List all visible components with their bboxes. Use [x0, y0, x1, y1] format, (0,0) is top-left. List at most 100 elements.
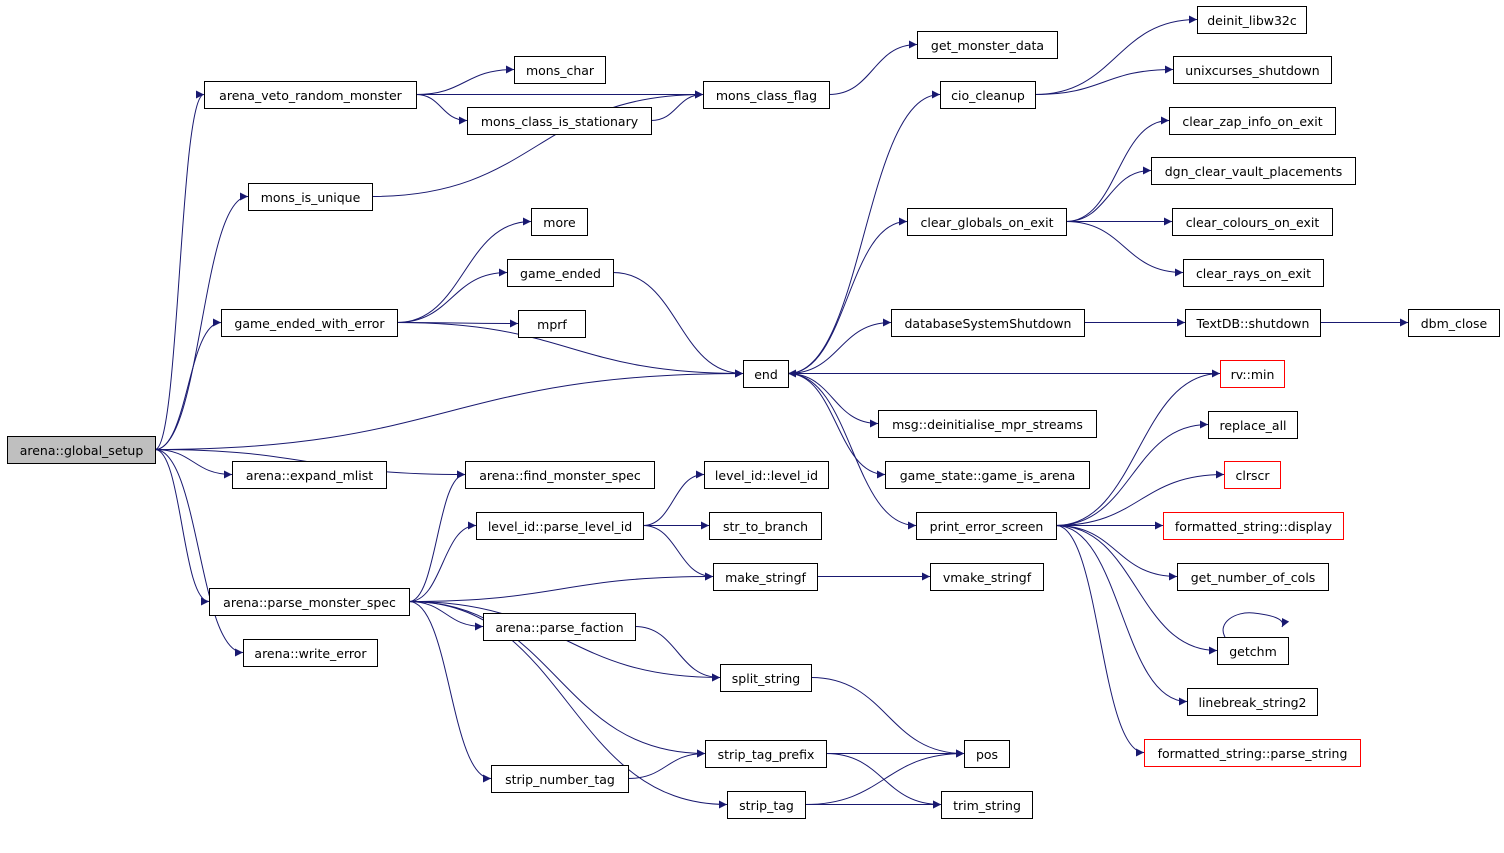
node-box [885, 461, 1090, 489]
node-label: arena::expand_mlist [246, 468, 373, 483]
node-mons-is-unique[interactable]: mons_is_unique [248, 183, 373, 211]
node-label: mons_class_flag [716, 88, 817, 103]
edge-arena-parse-monster-spec-to-arena-find-monster-spec [408, 470, 466, 602]
node-cio-cleanup[interactable]: cio_cleanup [940, 81, 1036, 109]
node-dgn-clear-vault-placements[interactable]: dgn_clear_vault_placements [1151, 157, 1356, 185]
node-level-id-parse-level-id[interactable]: level_id::parse_level_id [476, 512, 644, 540]
node-label: deinit_libw32c [1207, 13, 1297, 28]
node-mprf[interactable]: mprf [518, 310, 586, 338]
node-strip-tag[interactable]: strip_tag [727, 791, 806, 819]
edge-print-error-screen-to-clrscr [1055, 470, 1225, 526]
node-box [491, 765, 629, 793]
node-strip-tag-prefix[interactable]: strip_tag_prefix [705, 740, 827, 768]
node-make-stringf[interactable]: make_stringf [713, 563, 818, 591]
edges [154, 15, 1408, 809]
edge-strip-number-tag-to-strip-tag-prefix [627, 749, 706, 779]
node-box [518, 310, 586, 338]
edge-print-error-screen-to-linebreak-string2 [1055, 525, 1188, 706]
node-game-ended-with-error[interactable]: game_ended_with_error [221, 309, 398, 337]
node-arena-parse-faction[interactable]: arena::parse_faction [483, 613, 636, 641]
node-clear-rays-on-exit[interactable]: clear_rays_on_exit [1183, 259, 1324, 287]
edge-print-error-screen-to-formatted-string-parse-string [1055, 525, 1145, 757]
node-box [891, 309, 1085, 337]
node-mons-char[interactable]: mons_char [514, 56, 606, 84]
node-rv-min[interactable]: rv::min [1220, 360, 1285, 388]
node-label: clear_globals_on_exit [920, 215, 1053, 230]
node-box [531, 208, 588, 236]
node-label: strip_tag_prefix [718, 747, 815, 762]
node-label: clear_zap_info_on_exit [1182, 114, 1322, 129]
node-clear-colours-on-exit[interactable]: clear_colours_on_exit [1172, 208, 1333, 236]
node-formatted-string-display[interactable]: formatted_string::display [1163, 512, 1344, 540]
node-arena-global-setup[interactable]: arena::global_setup [7, 436, 156, 464]
node-label: unixcurses_shutdown [1185, 63, 1319, 78]
edge-arena-parse-monster-spec-to-strip-tag-prefix [408, 601, 706, 758]
node-end[interactable]: end [743, 360, 789, 388]
node-trim-string[interactable]: trim_string [941, 791, 1033, 819]
node-dbm-close[interactable]: dbm_close [1408, 309, 1500, 337]
edge-level-id-parse-level-id-to-make-stringf [642, 525, 714, 581]
edge-clear-globals-on-exit-to-clear-zap-info-on-exit [1065, 116, 1170, 222]
node-mons-class-is-stationary[interactable]: mons_class_is_stationary [467, 107, 652, 135]
node-label: arena::write_error [254, 646, 367, 661]
edge-arena-global-setup-to-end [154, 369, 744, 450]
node-label: game_state::game_is_arena [900, 468, 1076, 483]
edge-mons-class-is-stationary-to-mons-class-flag [650, 90, 704, 121]
node-clrscr[interactable]: clrscr [1224, 461, 1281, 489]
edge-arena-global-setup-to-arena-write-error [154, 449, 244, 657]
node-textdb-shutdown[interactable]: TextDB::shutdown [1185, 309, 1321, 337]
node-str-to-branch[interactable]: str_to_branch [709, 512, 822, 540]
edge-cio-cleanup-to-unixcurses-shutdown [1034, 65, 1174, 95]
node-label: getchm [1229, 644, 1277, 659]
node-label: arena_veto_random_monster [219, 88, 403, 103]
node-strip-number-tag[interactable]: strip_number_tag [491, 765, 629, 793]
edge-strip-tag-prefix-to-trim-string [825, 753, 942, 809]
edge-end-to-cio-cleanup [787, 90, 941, 374]
node-getchm[interactable]: getchm [1217, 637, 1289, 665]
edge-print-error-screen-to-rv-min [1055, 369, 1221, 526]
edge-arena-parse-monster-spec-to-make-stringf [408, 572, 714, 602]
node-clear-zap-info-on-exit[interactable]: clear_zap_info_on_exit [1169, 107, 1336, 135]
node-mons-class-flag[interactable]: mons_class_flag [703, 81, 830, 109]
edge-game-ended-with-error-to-more [396, 217, 532, 323]
node-level-id-level-id[interactable]: level_id::level_id [704, 461, 829, 489]
node-box [467, 107, 652, 135]
node-deinit-libw32c[interactable]: deinit_libw32c [1197, 6, 1307, 34]
node-arena-veto-random-monster[interactable]: arena_veto_random_monster [204, 81, 417, 109]
node-game-state-game-is-arena[interactable]: game_state::game_is_arena [885, 461, 1090, 489]
node-unixcurses-shutdown[interactable]: unixcurses_shutdown [1173, 56, 1332, 84]
node-label: get_number_of_cols [1191, 570, 1316, 585]
node-formatted-string-parse-string[interactable]: formatted_string::parse_string [1144, 739, 1361, 767]
node-arena-expand-mlist[interactable]: arena::expand_mlist [232, 461, 387, 489]
node-get-monster-data[interactable]: get_monster_data [917, 31, 1058, 59]
node-game-ended[interactable]: game_ended [507, 259, 614, 287]
node-box [1151, 157, 1356, 185]
node-linebreak-string2[interactable]: linebreak_string2 [1187, 688, 1318, 716]
node-databasesystemshutdown[interactable]: databaseSystemShutdown [891, 309, 1085, 337]
node-get-number-of-cols[interactable]: get_number_of_cols [1177, 563, 1329, 591]
node-more[interactable]: more [531, 208, 588, 236]
edge-arena-parse-monster-spec-to-strip-tag [408, 601, 728, 809]
node-split-string[interactable]: split_string [720, 664, 812, 692]
node-arena-parse-monster-spec[interactable]: arena::parse_monster_spec [209, 588, 410, 616]
node-print-error-screen[interactable]: print_error_screen [916, 512, 1057, 540]
node-replace-all[interactable]: replace_all [1208, 411, 1298, 439]
node-box [1172, 208, 1333, 236]
edge-clear-globals-on-exit-to-dgn-clear-vault-placements [1065, 166, 1152, 222]
node-box [705, 740, 827, 768]
edge-getchm-to-getchm [1222, 612, 1290, 638]
node-box [1217, 637, 1289, 665]
node-box [743, 360, 789, 388]
node-box [878, 410, 1097, 438]
node-vmake-stringf[interactable]: vmake_stringf [930, 563, 1044, 591]
node-box [507, 259, 614, 287]
node-label: level_id::parse_level_id [488, 519, 632, 534]
edge-arena-parse-faction-to-split-string [634, 626, 721, 682]
node-arena-write-error[interactable]: arena::write_error [243, 639, 378, 667]
node-msg-deinitialise-mpr-streams[interactable]: msg::deinitialise_mpr_streams [878, 410, 1097, 438]
node-clear-globals-on-exit[interactable]: clear_globals_on_exit [907, 208, 1067, 236]
node-arena-find-monster-spec[interactable]: arena::find_monster_spec [465, 461, 655, 489]
node-box [940, 81, 1036, 109]
node-pos[interactable]: pos [964, 740, 1010, 768]
edge-split-string-to-pos [810, 677, 965, 758]
